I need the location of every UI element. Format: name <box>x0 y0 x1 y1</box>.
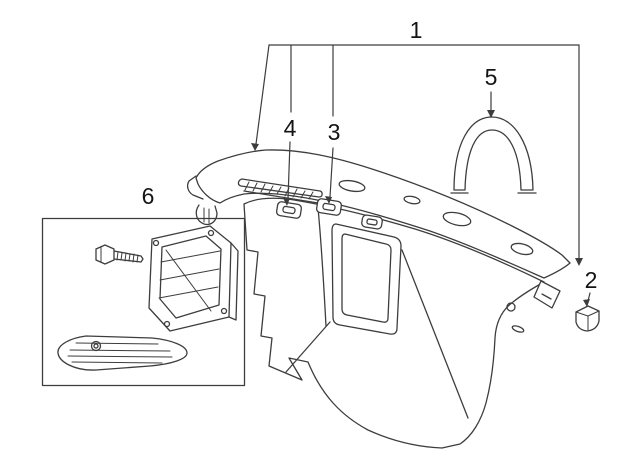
clip-2-detail <box>575 310 600 331</box>
callout-6-label: 6 <box>141 183 155 209</box>
speaker-slot-recess <box>243 190 319 204</box>
bracket-slats <box>158 249 221 312</box>
bolt-head <box>95 244 115 265</box>
inset-box-frame <box>41 217 246 387</box>
leader-3 <box>325 44 334 204</box>
part-guide-handle <box>450 116 537 194</box>
grille-panel <box>57 335 188 371</box>
bracket-hole-bl <box>163 320 171 328</box>
tray-opening-mid <box>442 211 472 227</box>
lower-trim-crease-left <box>285 321 331 373</box>
inset-box-6 <box>41 217 246 387</box>
arrowhead <box>325 196 332 204</box>
tray-left-hook <box>195 204 218 226</box>
callout-3-label: 3 <box>327 119 341 145</box>
leader-4-lower <box>287 141 291 200</box>
arrowhead <box>487 110 495 118</box>
grille-fastener-inner <box>93 343 99 349</box>
fastener-slot <box>511 325 525 333</box>
part-lower-trim-panel <box>243 197 561 449</box>
grille-slots <box>67 342 173 364</box>
leader-4 <box>283 44 292 206</box>
leader-2 <box>583 292 591 307</box>
bolt <box>95 244 144 265</box>
arrowhead <box>283 198 290 206</box>
bracket-hole-br <box>220 307 228 315</box>
tray-retainer-site <box>361 214 383 230</box>
tray-opening-tiny <box>403 195 421 205</box>
tray-outline <box>195 149 571 279</box>
handle-outline <box>453 116 534 191</box>
part-package-tray-panel <box>186 149 571 279</box>
bolt-threads <box>116 251 139 263</box>
grille-fastener-outer <box>90 340 102 352</box>
callout-1-label: 1 <box>409 17 423 43</box>
callout-4-label: 4 <box>283 115 297 141</box>
callout-2-label: 2 <box>584 267 598 293</box>
fastener-hole <box>506 302 516 312</box>
bracket-inner <box>159 235 222 319</box>
leader-1 <box>251 44 583 266</box>
tray-left-tab <box>186 175 204 200</box>
speaker-slot-hatching <box>244 181 314 200</box>
clip-4-body <box>275 201 303 219</box>
seatback-panel-inner <box>341 233 392 323</box>
lower-trim-crease-center <box>317 207 327 327</box>
right-flap-slot <box>541 293 552 300</box>
mounting-bracket <box>148 225 239 332</box>
bolt-shaft <box>113 250 144 263</box>
leader-1-left-drop <box>255 44 270 145</box>
clip-3-slot <box>322 202 336 212</box>
lower-trim-crease-right <box>401 249 469 419</box>
bracket-hole-tl <box>152 239 160 247</box>
arrowhead <box>251 143 259 151</box>
leader-3-lower <box>329 147 334 198</box>
right-flap <box>533 280 561 309</box>
arrowhead <box>583 299 590 307</box>
bracket-hole-tr <box>207 229 215 237</box>
part-clip-4 <box>275 201 303 219</box>
seatback-panel-outer <box>331 223 402 335</box>
grille-outline <box>57 335 188 371</box>
clip-4-slot <box>282 205 296 215</box>
tray-opening-right <box>510 242 534 256</box>
callout-5-label: 5 <box>484 64 498 90</box>
arrowhead <box>575 258 583 266</box>
bracket-flange <box>228 242 239 321</box>
tray-left-hook-rib <box>203 207 210 224</box>
tray-opening-small <box>338 179 366 193</box>
drawing-root <box>41 44 600 449</box>
part-retainer-clip <box>575 305 600 332</box>
leader-5 <box>487 91 495 118</box>
callout-leaders <box>251 44 591 307</box>
